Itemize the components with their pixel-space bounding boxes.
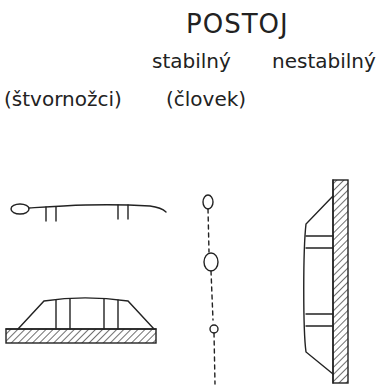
diagram-title: POSTOJ xyxy=(186,10,289,39)
column-subheading: (štvornožci) xyxy=(4,88,122,110)
human-spine xyxy=(203,195,218,384)
stable-bridge-model xyxy=(6,298,156,343)
column-heading: nestabilný xyxy=(272,50,376,72)
unstable-wall-model xyxy=(304,180,348,383)
column-subheading: (človek) xyxy=(166,88,246,110)
quadruped-skeleton xyxy=(11,204,166,221)
column-heading: stabilný xyxy=(152,50,231,72)
